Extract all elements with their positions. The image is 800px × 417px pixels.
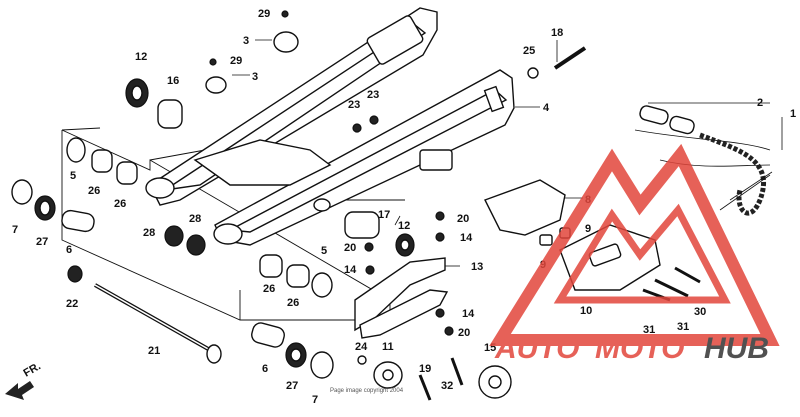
callout-29a: 29 xyxy=(258,8,270,20)
direction-label: FR. xyxy=(22,360,43,379)
callout-26c: 26 xyxy=(263,283,275,295)
callout-2: 2 xyxy=(757,97,763,109)
callout-28b: 28 xyxy=(189,213,201,225)
callout-7a: 7 xyxy=(12,224,18,236)
callout-27b: 27 xyxy=(286,380,298,392)
drive-chain xyxy=(634,129,773,216)
callout-20c: 20 xyxy=(458,327,470,339)
callout-30: 30 xyxy=(694,306,706,318)
callout-1: 1 xyxy=(790,108,796,120)
callout-5b: 5 xyxy=(321,245,327,257)
callout-11: 11 xyxy=(382,341,394,353)
callout-29b: 29 xyxy=(230,55,242,67)
master-link xyxy=(639,105,695,135)
callout-numbers: 1 2 3 3 4 5 5 6 6 7 7 8 9 9 10 11 12 12 … xyxy=(12,8,796,406)
callout-7b: 7 xyxy=(312,394,318,406)
callout-12b: 12 xyxy=(398,220,410,232)
callout-4: 4 xyxy=(543,102,550,114)
front-direction-arrow: FR. xyxy=(5,360,43,400)
callout-14a: 14 xyxy=(460,232,473,244)
callout-19: 19 xyxy=(419,363,431,375)
callout-23b: 23 xyxy=(367,89,379,101)
callout-6a: 6 xyxy=(66,244,72,256)
callout-27a: 27 xyxy=(36,236,48,248)
callout-14c: 14 xyxy=(462,308,475,320)
callout-3b: 3 xyxy=(252,71,258,83)
callout-26b: 26 xyxy=(114,198,126,210)
callout-10: 10 xyxy=(580,305,592,317)
callout-28a: 28 xyxy=(143,227,155,239)
swingarm xyxy=(145,7,515,246)
callout-3a: 3 xyxy=(243,35,249,47)
callout-20a: 20 xyxy=(457,213,469,225)
callout-26a: 26 xyxy=(88,185,100,197)
watermark-auto: AUTO xyxy=(494,332,579,365)
watermark-moto: MOTO xyxy=(595,332,684,365)
callout-32: 32 xyxy=(441,380,453,392)
watermark-hub: HUB xyxy=(704,332,769,365)
callout-16: 16 xyxy=(167,75,179,87)
callout-24: 24 xyxy=(355,341,368,353)
pivot-bolt xyxy=(94,283,222,364)
callout-26d: 26 xyxy=(287,297,299,309)
callout-6b: 6 xyxy=(262,363,268,375)
callout-12a: 12 xyxy=(135,51,147,63)
callout-23a: 23 xyxy=(348,99,360,111)
fasteners xyxy=(209,10,701,401)
footer-copyright: Page image copyright 2004 xyxy=(330,388,404,394)
callout-22: 22 xyxy=(66,298,78,310)
chain-slider xyxy=(354,257,449,339)
bearings-and-seals xyxy=(11,31,512,399)
callout-17: 17 xyxy=(378,209,390,221)
chain-guide xyxy=(484,179,661,291)
watermark-logo: AUTO MOTO HUB xyxy=(489,143,780,365)
callout-9a: 9 xyxy=(585,223,591,235)
callout-31a: 31 xyxy=(643,324,655,336)
callout-13: 13 xyxy=(471,261,483,273)
callout-20b: 20 xyxy=(344,242,356,254)
callout-21: 21 xyxy=(148,345,160,357)
leader-lines xyxy=(232,39,783,267)
callout-25: 25 xyxy=(523,45,535,57)
callout-14b: 14 xyxy=(344,264,357,276)
callout-18: 18 xyxy=(551,27,563,39)
callout-5a: 5 xyxy=(70,170,76,182)
callout-31b: 31 xyxy=(677,321,689,333)
